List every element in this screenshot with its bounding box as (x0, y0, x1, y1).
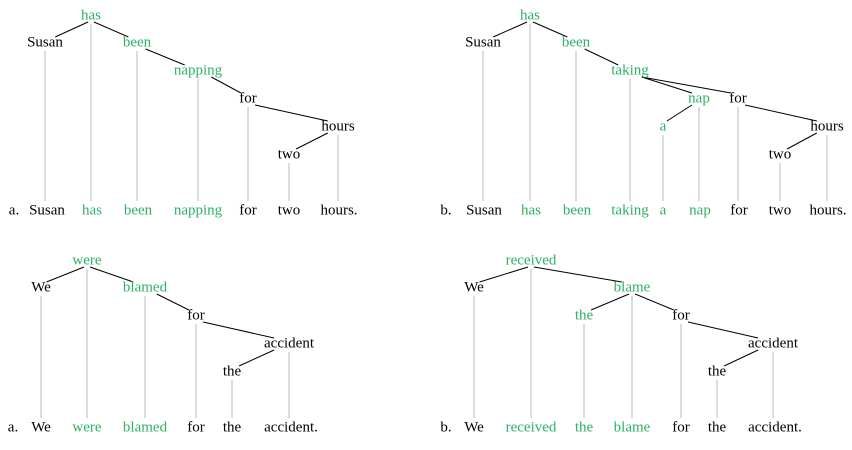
dependency-edge (641, 76, 732, 94)
sentence-word: We (31, 419, 51, 436)
tree-node: the (222, 363, 242, 380)
tree-node: blamed (122, 279, 168, 296)
dependency-edge (93, 21, 129, 38)
dependency-edge (532, 21, 568, 38)
dependency-edge (723, 349, 759, 367)
sentence-word: We (464, 419, 484, 436)
sentence-word: napping (173, 202, 223, 219)
dependency-edge (492, 21, 528, 38)
sentence-word: accident. (748, 419, 802, 436)
tree-node: Susan (465, 34, 501, 51)
tree-node: the (707, 363, 727, 380)
sentence-word: for (239, 202, 257, 219)
dependency-edge (295, 132, 329, 150)
dependency-edge (238, 349, 275, 367)
tree-node: We (31, 279, 51, 296)
tree-node: been (122, 34, 152, 51)
sentence-label: b. (440, 419, 452, 436)
sentence-word: two (768, 202, 792, 219)
tree-node: blame (613, 279, 651, 296)
sentence-word: were (72, 419, 102, 436)
dependency-edge (254, 104, 328, 122)
tree-node: been (561, 34, 591, 51)
sentence-word: been (123, 202, 153, 219)
dependency-edge (145, 48, 185, 66)
sentence-label: b. (440, 202, 452, 219)
sentence-word: nap (689, 202, 711, 219)
sentence-word: taking (611, 202, 649, 219)
tree-node: for (672, 307, 690, 324)
tree-node: accident (748, 335, 798, 352)
tree-node: has (81, 7, 101, 24)
dependency-edge (89, 266, 134, 283)
sentence-word: the (574, 419, 594, 436)
tree-node: two (277, 146, 301, 163)
dependency-edge (46, 266, 85, 283)
dependency-edge (641, 76, 693, 94)
dependency-edge (156, 293, 190, 311)
tree-node: taking (611, 62, 649, 79)
sentence-word: Susan (29, 202, 65, 219)
tree-node: for (729, 90, 747, 107)
tree-node: hours (810, 118, 844, 135)
sentence-word: blamed (122, 419, 168, 436)
sentence-word: for (187, 419, 205, 436)
tree-node: were (72, 252, 102, 269)
tree-node: hours (321, 118, 355, 135)
tree-node: nap (688, 90, 710, 107)
sentence-word: has (82, 202, 102, 219)
dependency-edge (786, 132, 818, 150)
dependency-edge (590, 293, 630, 311)
sentence-label: a. (7, 419, 19, 436)
dependency-edge (666, 104, 693, 122)
dependency-edge (634, 293, 675, 311)
sentence-word: a (659, 202, 667, 219)
tree-node: for (239, 90, 257, 107)
sentence-word: the (222, 419, 242, 436)
sentence-label: a. (8, 202, 20, 219)
sentence-word: the (707, 419, 727, 436)
sentence-word: accident. (264, 419, 318, 436)
tree-node: accident (264, 335, 314, 352)
tree-node: Susan (27, 34, 63, 51)
sentence-word: blame (613, 419, 651, 436)
dependency-edge (533, 266, 622, 283)
tree-node: two (768, 146, 792, 163)
sentence-word: received (505, 419, 557, 436)
tree-node: We (464, 279, 484, 296)
sentence-word: for (672, 419, 690, 436)
sentence-word: hours. (809, 202, 847, 219)
sentence-word: has (521, 202, 541, 219)
tree-node: a (659, 118, 667, 135)
dependency-edge (202, 321, 275, 339)
tree-node: has (520, 7, 540, 24)
sentence-word: for (730, 202, 748, 219)
sentence-word: Susan (466, 202, 502, 219)
dependency-edge (687, 321, 759, 339)
tree-node: received (505, 252, 557, 269)
tree-node: the (574, 307, 594, 324)
sentence-word: been (562, 202, 592, 219)
dependency-edge (54, 21, 89, 38)
sentence-word: two (277, 202, 301, 219)
tree-node: for (187, 307, 205, 324)
dependency-edge (211, 76, 242, 94)
dependency-edge (584, 48, 619, 66)
dependency-edge (744, 104, 817, 122)
dependency-edge (479, 266, 529, 283)
sentence-word: hours. (320, 202, 358, 219)
tree-node: napping (173, 62, 223, 79)
